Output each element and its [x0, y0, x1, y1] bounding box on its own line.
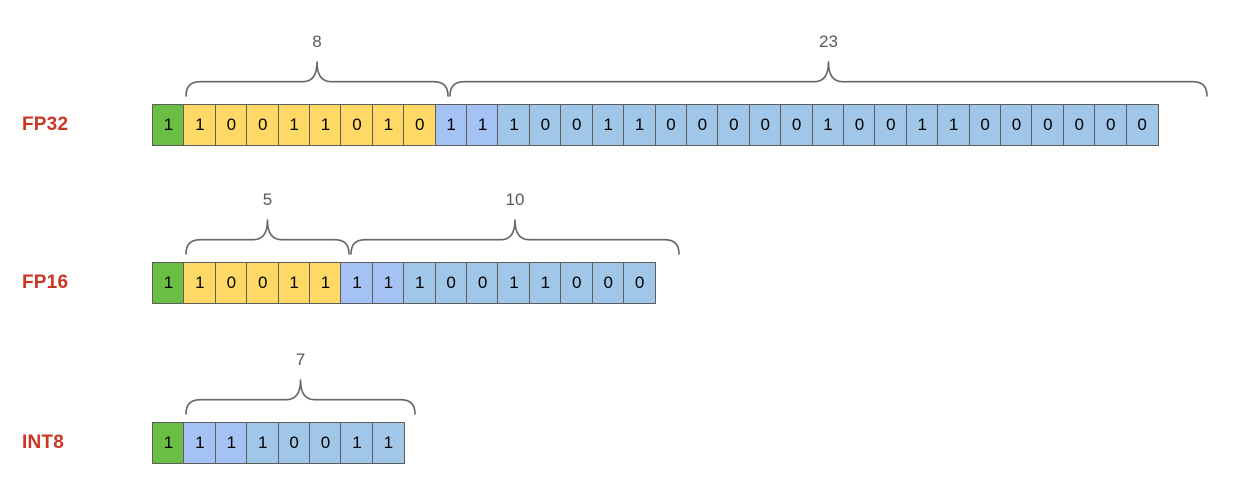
fp16-mantissa-bit: 0 [466, 262, 500, 304]
curly-brace-path [185, 61, 449, 97]
fp32-exponent-bit: 1 [309, 104, 343, 146]
fp32-mantissa-bit: 1 [811, 104, 845, 146]
fp32-mantissa-bit: 0 [1094, 104, 1128, 146]
fp16-sign-bit: 1 [152, 262, 185, 304]
fp32-mantissa-bit: 1 [591, 104, 625, 146]
fp32-mantissa-bit: 0 [1031, 104, 1065, 146]
curly-brace-path [449, 61, 1208, 97]
format-label-int8: INT8 [22, 432, 64, 453]
fp32-exponent-bit: 1 [371, 104, 405, 146]
fp32-sign-bit: 1 [152, 104, 185, 146]
int8-value-head-bit: 1 [214, 422, 248, 464]
fp32-mantissa-bit: 0 [685, 104, 719, 146]
fp16-exponent-bit: 1 [277, 262, 311, 304]
fp16-brace [350, 219, 680, 255]
int8-bit-count-label: 7 [295, 350, 306, 369]
int8-value-bit: 1 [340, 422, 374, 464]
fp16-exponent-bit: 1 [309, 262, 343, 304]
fp32-mantissa-bit: 0 [874, 104, 908, 146]
fp16-mantissa-bit: 0 [434, 262, 468, 304]
fp16-exponent-bit: 1 [183, 262, 217, 304]
fp32-mantissa-head-bit: 1 [434, 104, 468, 146]
curly-brace-path [185, 379, 416, 415]
fp16-mantissa-bit: 1 [528, 262, 562, 304]
fp32-mantissa-bit: 1 [905, 104, 939, 146]
fp16-exponent-bit: 0 [246, 262, 280, 304]
int8-sign-bit: 1 [152, 422, 185, 464]
int8-value-bit: 1 [371, 422, 405, 464]
fp16-brace [185, 219, 350, 255]
fp32-mantissa-bit: 0 [1062, 104, 1096, 146]
format-label-fp16: FP16 [22, 272, 69, 293]
fp32-mantissa-bit: 0 [717, 104, 751, 146]
fp32-exponent-bit: 0 [340, 104, 374, 146]
fp32-mantissa-bit: 1 [937, 104, 971, 146]
fp16-mantissa-bit: 0 [560, 262, 594, 304]
int8-value-bit: 0 [309, 422, 343, 464]
fp32-mantissa-bit: 0 [560, 104, 594, 146]
int8-value-bit: 0 [277, 422, 311, 464]
fp32-mantissa-bit: 1 [623, 104, 657, 146]
fp32-bit-count-label: 8 [312, 32, 322, 51]
fp32-bit-count-label: 23 [819, 32, 838, 51]
fp16-bit-count-label: 5 [262, 190, 273, 209]
fp16-exponent-bit: 0 [214, 262, 248, 304]
fp32-brace [185, 61, 449, 97]
fp16-mantissa-bit: 1 [403, 262, 437, 304]
fp32-mantissa-bit: 0 [968, 104, 1002, 146]
curly-brace-path [350, 219, 680, 255]
fp32-mantissa-bit: 0 [654, 104, 688, 146]
int8-value-head-bit: 1 [183, 422, 217, 464]
fp32-mantissa-bit: 0 [528, 104, 562, 146]
fp16-bit-count-label: 10 [505, 190, 525, 209]
fp16-mantissa-bit: 0 [623, 262, 657, 304]
curly-brace-path [185, 219, 350, 255]
fp32-exponent-bit: 0 [246, 104, 280, 146]
fp32-brace [449, 61, 1208, 97]
fp32-exponent-bit: 0 [403, 104, 437, 146]
format-label-fp32: FP32 [22, 114, 69, 135]
fp32-mantissa-bit: 0 [1125, 104, 1159, 146]
fp32-mantissa-bit: 0 [842, 104, 876, 146]
fp32-mantissa-head-bit: 1 [466, 104, 500, 146]
fp32-exponent-bit: 1 [277, 104, 311, 146]
fp16-mantissa-head-bit: 1 [371, 262, 405, 304]
fp32-mantissa-bit: 1 [497, 104, 531, 146]
int8-brace [185, 379, 416, 415]
fp32-mantissa-bit: 0 [748, 104, 782, 146]
fp16-mantissa-bit: 1 [497, 262, 531, 304]
fp16-mantissa-head-bit: 1 [340, 262, 374, 304]
fp16-mantissa-bit: 0 [591, 262, 625, 304]
fp32-mantissa-bit: 0 [780, 104, 814, 146]
int8-value-bit: 1 [246, 422, 280, 464]
fp32-exponent-bit: 1 [183, 104, 217, 146]
fp32-exponent-bit: 0 [214, 104, 248, 146]
fp32-mantissa-bit: 0 [999, 104, 1033, 146]
